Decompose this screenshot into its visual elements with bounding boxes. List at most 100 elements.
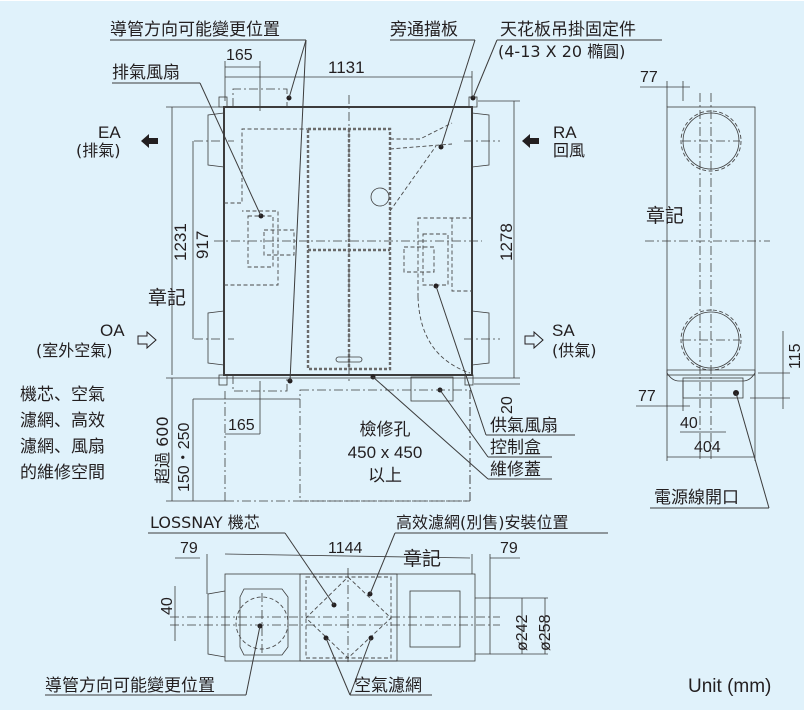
leader-line (325, 637, 351, 696)
dim-150-250: 150・250 (176, 423, 193, 492)
label-hepa-filter: 高效濾網(別售)安裝位置 (396, 513, 569, 532)
duct-collar-sa (471, 310, 490, 366)
control-box-outline (410, 376, 454, 402)
label-exhaust-fan: 排氣風扇 (112, 63, 180, 83)
arrow-sa-icon (524, 330, 544, 350)
exhaust-path-outline (224, 128, 308, 204)
side-view (636, 81, 790, 509)
dim-165-top: 165 (226, 47, 253, 64)
label-service-cover: 維修蓋 (490, 460, 541, 480)
stamp-2: 章記 (646, 205, 684, 227)
dim-77-bottom: 77 (638, 388, 656, 405)
inspection-hole-line-2: 450 x 450 (348, 443, 423, 462)
label-lossnay-core: LOSSNAY 機芯 (150, 513, 260, 532)
dim-20: 20 (499, 396, 516, 414)
dim-d242: ø242 (514, 614, 531, 651)
core-handle (335, 356, 363, 363)
label-bypass-damper: 旁通擋板 (390, 20, 458, 40)
inspection-hole-line-3: 以上 (368, 466, 402, 486)
dim-d258: ø258 (537, 614, 554, 651)
stamp-3: 章記 (403, 548, 441, 570)
dim-404: 404 (694, 439, 721, 456)
label-air-filter: 空氣濾網 (354, 676, 422, 696)
arrow-oa-icon (137, 330, 157, 350)
maintenance-note-line-1: 機芯、空氣 (20, 385, 105, 405)
bottom-duct-left (207, 590, 226, 658)
labels: 導管方向可能變更位置 排氣風扇 旁通擋板 天花板吊掛固定件 (4-13 X 20… (20, 20, 804, 697)
bottom-body-outline (224, 573, 476, 662)
leader-line (199, 82, 262, 217)
stamp-1: 章記 (148, 287, 186, 309)
duct-collar-ra (471, 112, 490, 168)
dim-1131: 1131 (328, 58, 365, 77)
maintenance-note-line-4: 的維修空間 (20, 463, 105, 483)
leader-line (289, 39, 307, 382)
port-ea-code: EA (98, 123, 121, 142)
dim-1231: 1231 (171, 223, 190, 261)
dim-600: 超過 600 (153, 416, 172, 484)
bottom-view (45, 532, 608, 696)
label-ceiling-hanger: 天花板吊掛固定件 (500, 20, 636, 40)
dim-77-top: 77 (640, 69, 658, 86)
dim-40-bottom: 40 (159, 597, 176, 615)
leader-lines (110, 39, 662, 480)
maintenance-note-line-3: 濾網、風扇 (20, 437, 105, 457)
port-sa-label: (供氣) (552, 341, 597, 360)
exhaust-fan (247, 215, 274, 268)
leader-line (435, 285, 487, 436)
port-oa-label: (室外空氣) (36, 341, 113, 360)
label-control-box: 控制盒 (490, 438, 541, 458)
arrow-ra-icon (522, 134, 539, 148)
supply-duct-outline (451, 218, 472, 292)
leader-line (284, 532, 335, 606)
arrow-ea-icon (141, 134, 158, 148)
dim-1278: 1278 (497, 223, 516, 261)
dim-115: 115 (787, 343, 804, 369)
port-ra-label: 回風 (553, 141, 585, 160)
bottom-core-section (299, 573, 398, 662)
dim-40-side: 40 (680, 415, 698, 432)
leader-line (472, 39, 498, 99)
bottom-filter-frame (305, 576, 392, 659)
supply-fan (422, 233, 449, 286)
leader-line (372, 376, 489, 480)
leader-line (440, 39, 476, 148)
bottom-duct-right (475, 597, 491, 655)
top-view (194, 88, 500, 502)
label-duct-direction-bottom: 導管方向可能變更位置 (45, 676, 215, 696)
hanger-bracket-bl (218, 374, 228, 386)
leader-line (735, 392, 770, 509)
duct-collar-oa (207, 310, 225, 366)
port-ra-code: RA (553, 123, 577, 142)
supply-path-outline (417, 217, 472, 297)
label-ceiling-hanger-spec: (4-13 X 20 橢圓) (498, 42, 625, 61)
unit-note: Unit (mm) (688, 676, 771, 697)
inspection-hole-line-1: 檢修孔 (360, 420, 411, 440)
bypass-damper-outline (390, 122, 453, 140)
side-duct-top-outer (680, 110, 742, 172)
dim-line-1144 (224, 553, 471, 559)
dim-79-right: 79 (500, 540, 518, 557)
leader-line (245, 625, 261, 696)
dim-165-lower: 165 (228, 417, 255, 434)
top-dimensions (166, 61, 520, 502)
maintenance-note-line-2: 濾網、高效 (20, 411, 105, 431)
leader-line (439, 389, 489, 458)
dim-79-left: 79 (180, 540, 198, 557)
port-sa-code: SA (552, 321, 575, 340)
duct-collar-ea (207, 112, 225, 168)
label-supply-fan: 供氣風扇 (490, 416, 558, 436)
leader-line (288, 39, 307, 99)
bottom-fan-motor (409, 590, 461, 648)
bypass-link (389, 145, 437, 212)
leader-line (369, 532, 396, 595)
bypass-motor (370, 187, 390, 207)
dim-1144: 1144 (328, 540, 363, 557)
label-duct-direction-top: 導管方向可能變更位置 (110, 20, 280, 40)
supply-curve (417, 296, 471, 374)
lossnay-core-diamond (305, 576, 392, 659)
port-ea-label: (排氣) (76, 141, 121, 160)
hanger-bracket-tl (218, 96, 228, 108)
